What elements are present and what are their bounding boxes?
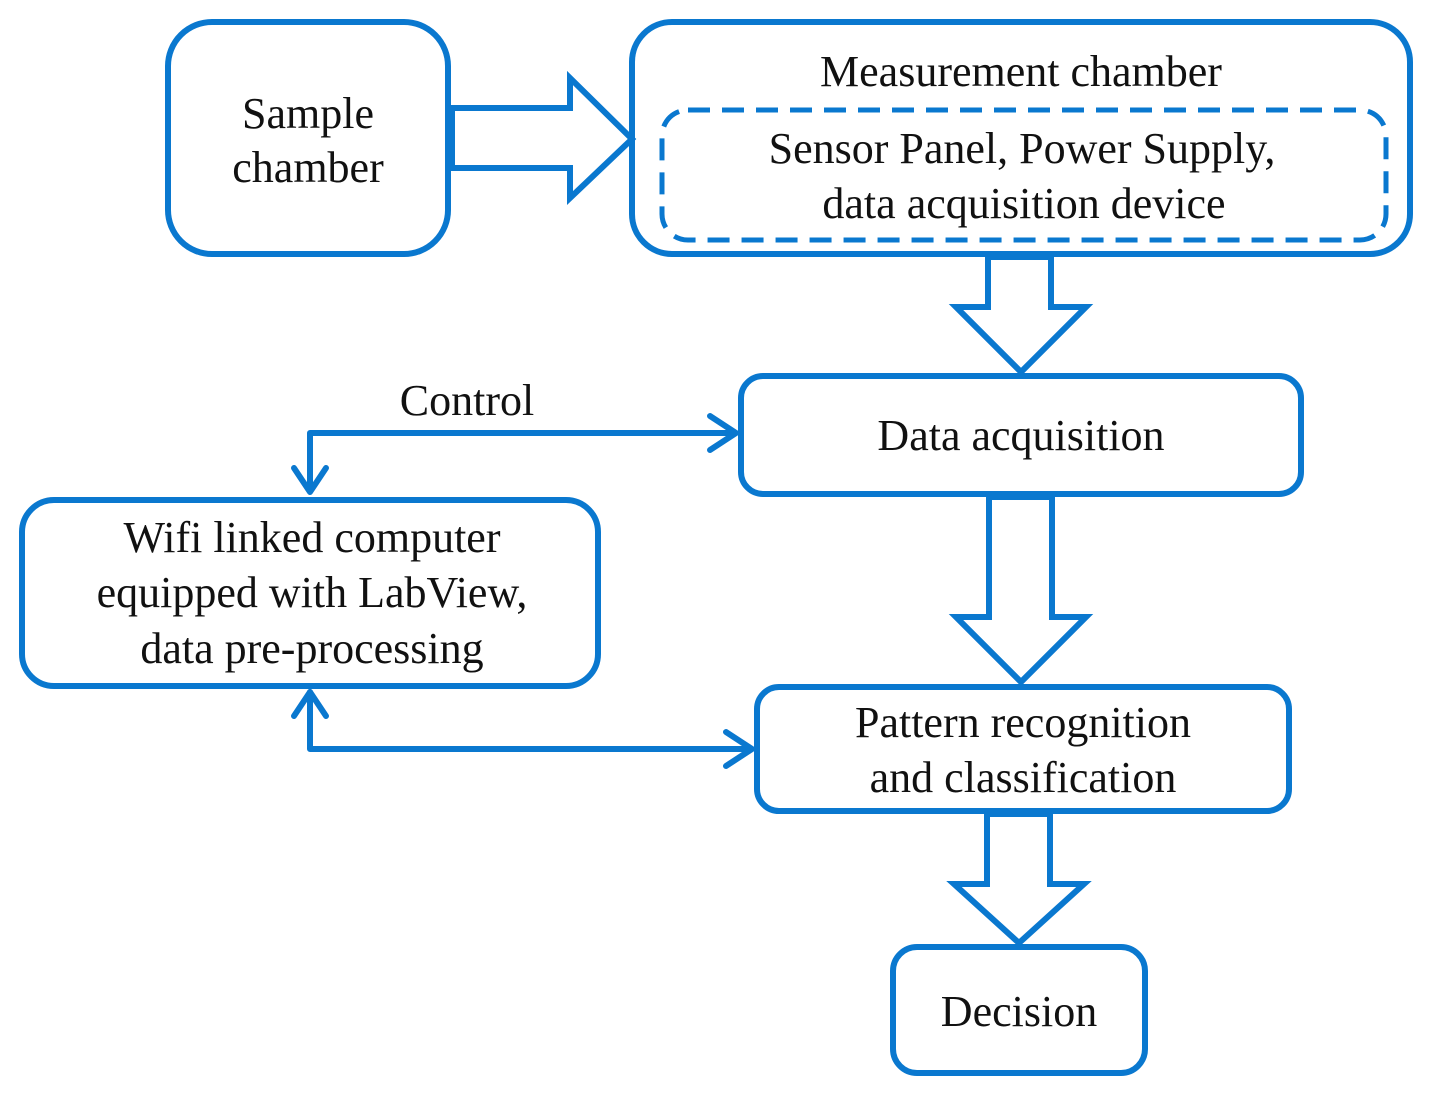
computer-label-line-1: Wifi linked computer (123, 513, 500, 562)
pattern-recognition-node: Pattern recognition and classification (754, 684, 1292, 814)
control-arrowhead-right-icon (707, 413, 739, 453)
measurement-chamber-title: Measurement chamber (820, 47, 1222, 96)
measurement-chamber-node: Measurement chamber Sensor Panel, Power … (629, 19, 1413, 257)
computer-pattern-connector-line (307, 689, 754, 752)
computer-node: Wifi linked computer equipped with LabVi… (19, 497, 601, 689)
measurement-chamber-inner-dashed-box (659, 107, 1389, 243)
control-arrowhead-down-icon (291, 465, 329, 495)
data-acquisition-node: Data acquisition (738, 373, 1304, 497)
computer-box (19, 497, 601, 689)
arrow-data-acquisition-to-pattern-recognition (948, 494, 1094, 687)
decision-label: Decision (941, 987, 1097, 1036)
connector-arrowhead-up-icon (291, 689, 329, 719)
pattern-recognition-label-line-1: Pattern recognition (855, 698, 1191, 747)
connector-arrowhead-right-icon (723, 729, 755, 769)
control-label: Control (400, 376, 534, 425)
computer-label-line-3: data pre-processing (140, 624, 483, 673)
control-connector: Control (291, 376, 739, 495)
sample-chamber-label-line-2: chamber (232, 143, 384, 192)
sample-chamber-node: Sample chamber (165, 19, 451, 257)
sample-chamber-label-line-1: Sample (242, 89, 374, 138)
control-connector-line (307, 430, 738, 493)
data-acquisition-label: Data acquisition (877, 411, 1164, 460)
computer-label-line-2: equipped with LabView, (97, 568, 528, 617)
sample-chamber-box (165, 19, 451, 257)
arrow-pattern-recognition-to-decision (946, 811, 1092, 948)
measurement-chamber-inner-line-2: data acquisition device (822, 179, 1225, 228)
computer-pattern-connector (291, 689, 755, 769)
arrow-measurement-to-data-acquisition (948, 254, 1094, 377)
arrow-sample-to-measurement (449, 70, 637, 205)
measurement-chamber-inner-line-1: Sensor Panel, Power Supply, (769, 124, 1276, 173)
decision-node: Decision (890, 944, 1148, 1076)
pattern-recognition-label-line-2: and classification (870, 753, 1177, 802)
